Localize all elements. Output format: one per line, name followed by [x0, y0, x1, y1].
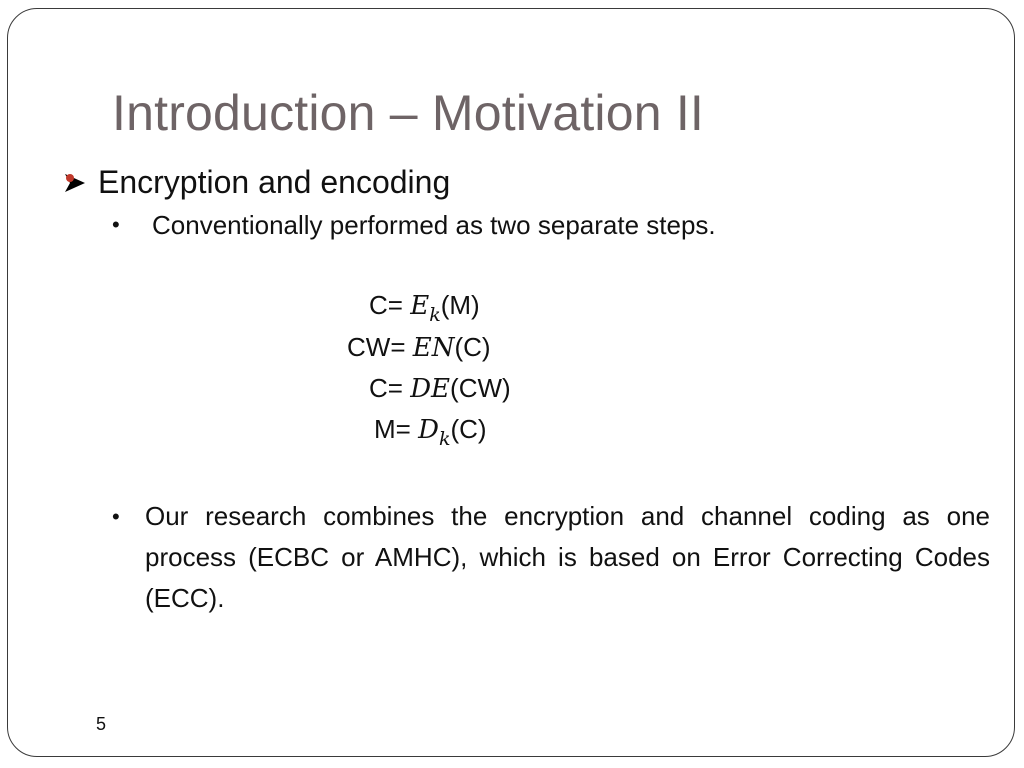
slide-frame: [7, 8, 1015, 757]
bullet-text-2: Our research combines the encryption and…: [145, 501, 990, 613]
bullet-item-2: • Our research combines the encryption a…: [112, 496, 990, 619]
bullet-dot: •: [112, 504, 120, 529]
equation-decrypt: M= Dk(C): [374, 414, 487, 450]
bullet-text-1: Conventionally performed as two separate…: [152, 210, 716, 240]
bullet-dot: •: [112, 212, 120, 237]
heading-text: Encryption and encoding: [98, 164, 451, 200]
equation-decode: C= DE(CW): [369, 373, 511, 404]
arrow-bullet-icon: [62, 170, 88, 196]
page-number: 5: [96, 714, 107, 734]
bullet-item-1: • Conventionally performed as two separa…: [112, 210, 716, 241]
slide-title: Introduction – Motivation II: [112, 85, 705, 141]
heading-item: Encryption and encoding: [62, 164, 450, 201]
equation-encode: CW= EN(C): [347, 332, 491, 363]
equation-encrypt: C= Ek(M): [369, 290, 480, 326]
